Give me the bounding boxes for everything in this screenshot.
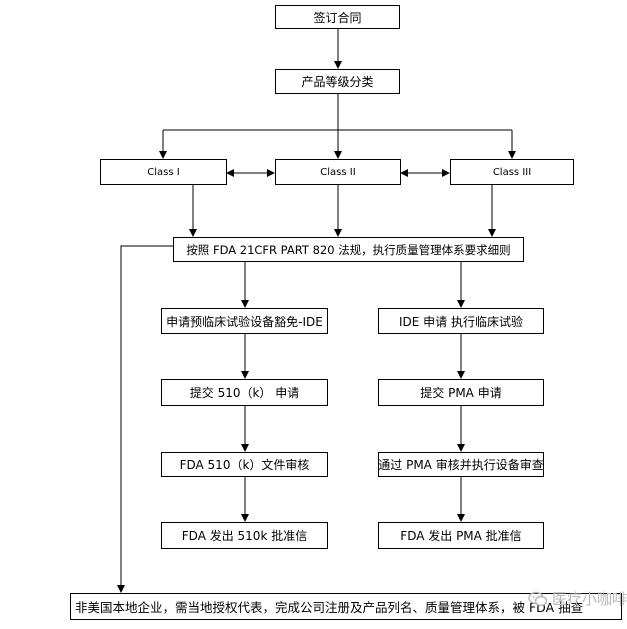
watermark: 医疗小咖啡 (528, 588, 627, 609)
class1-node: Class I (100, 159, 227, 185)
watermark-text: 医疗小咖啡 (552, 590, 627, 608)
submit-pma-node: 提交 PMA 申请 (378, 379, 544, 406)
classify-node: 产品等级分类 (275, 69, 400, 94)
approve-pma-node: FDA 发出 PMA 批准信 (378, 522, 544, 549)
ide-apply-node: IDE 申请 执行临床试验 (378, 308, 544, 334)
class3-node: Class III (450, 159, 574, 185)
arrow-820-to-foreign (117, 245, 173, 593)
ide-exemption-node: 申请预临床试验设备豁免-IDE (161, 308, 328, 334)
submit-510k-node: 提交 510（k） 申请 (161, 379, 328, 406)
wechat-icon (528, 591, 548, 606)
approve-510k-node: FDA 发出 510k 批准信 (161, 522, 328, 549)
foreign-company-node: 非美国本地企业，需当地授权代表，完成公司注册及产品列名、质量管理体系，被 FDA… (70, 593, 622, 620)
fda-820-node: 按照 FDA 21CFR PART 820 法规，执行质量管理体系要求细则 (173, 237, 524, 262)
sign-contract-node: 签订合同 (275, 5, 400, 29)
review-510k-node: FDA 510（k）文件审核 (161, 452, 328, 477)
review-pma-node: 通过 PMA 审核并执行设备审查 (378, 452, 544, 477)
class2-node: Class II (275, 159, 401, 185)
